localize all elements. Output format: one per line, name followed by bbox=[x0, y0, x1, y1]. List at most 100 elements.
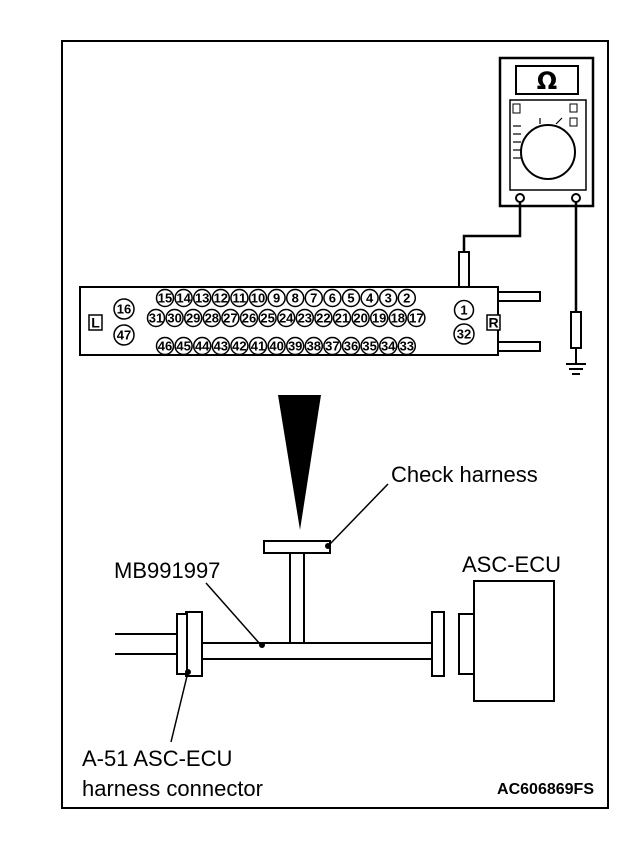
side-tag-left: L bbox=[91, 315, 100, 331]
pin-15-circle bbox=[155, 288, 175, 308]
pin-35-label: 35 bbox=[362, 339, 376, 354]
pin-21: 21 bbox=[332, 308, 352, 328]
side-tag-right: R bbox=[488, 315, 498, 331]
pin-22-circle bbox=[314, 308, 333, 328]
pin-44-label: 44 bbox=[195, 339, 210, 354]
pin-29-circle bbox=[183, 308, 203, 328]
pin-8-circle bbox=[285, 288, 305, 308]
pin-15-label: 15 bbox=[158, 291, 172, 306]
pin-11: 11 bbox=[230, 288, 249, 308]
pin-17: 17 bbox=[407, 308, 426, 328]
pin-1: 1 bbox=[453, 299, 475, 321]
pin-38-circle bbox=[304, 336, 324, 356]
meter-indicator bbox=[512, 103, 521, 114]
pin-29: 29 bbox=[183, 308, 203, 328]
pin-15: 15 bbox=[155, 288, 175, 308]
pin-25: 25 bbox=[258, 308, 277, 328]
pin-8-label: 8 bbox=[292, 291, 299, 306]
meter-display bbox=[515, 65, 579, 95]
pin-25-circle bbox=[258, 308, 277, 328]
pin-27-circle bbox=[221, 308, 240, 328]
pin-45-label: 45 bbox=[176, 339, 190, 354]
pin-22-label: 22 bbox=[316, 311, 330, 326]
pin-32: 32 bbox=[453, 323, 475, 345]
pin-31-label: 31 bbox=[149, 311, 163, 326]
pin-14-circle bbox=[174, 288, 193, 308]
pin-35: 35 bbox=[360, 336, 379, 356]
pin-2-circle bbox=[397, 288, 417, 308]
meter-indicator-right-top bbox=[569, 103, 578, 113]
pin-45-circle bbox=[174, 336, 193, 356]
pin-43-circle bbox=[211, 336, 231, 356]
test-probe-right bbox=[570, 311, 582, 364]
ground-icon bbox=[566, 363, 586, 375]
pin-17-circle bbox=[407, 308, 426, 328]
label-tool-number: MB991997 bbox=[114, 558, 220, 583]
harness-wires bbox=[115, 633, 177, 655]
check-harness-stem bbox=[289, 552, 305, 644]
harness-plug bbox=[176, 613, 188, 675]
pin-34-label: 34 bbox=[381, 339, 396, 354]
pin-30: 30 bbox=[165, 308, 184, 328]
pin-30-circle bbox=[165, 308, 184, 328]
meter-jack-left bbox=[515, 193, 525, 203]
pin-5-circle bbox=[341, 288, 361, 308]
pin-6-label: 6 bbox=[329, 291, 336, 306]
meter-dial bbox=[520, 124, 576, 180]
pin-10-label: 10 bbox=[251, 291, 265, 306]
ohm-symbol: Ω bbox=[537, 67, 557, 95]
connector-tab-top bbox=[497, 291, 541, 302]
pin-7: 7 bbox=[304, 288, 324, 308]
pin-33-circle bbox=[397, 336, 417, 356]
pin-47-label: 47 bbox=[117, 328, 131, 343]
pin-1-circle bbox=[453, 299, 475, 321]
pin-12-label: 12 bbox=[214, 291, 228, 306]
pin-18-circle bbox=[388, 308, 408, 328]
pin-26-circle bbox=[239, 308, 259, 328]
pin-39-label: 39 bbox=[288, 339, 302, 354]
pin-16-circle bbox=[113, 298, 135, 320]
pin-19-label: 19 bbox=[372, 311, 386, 326]
pin-23: 23 bbox=[295, 308, 315, 328]
pin-14: 14 bbox=[174, 288, 193, 308]
figure-frame bbox=[61, 40, 609, 809]
pin-23-circle bbox=[295, 308, 315, 328]
pin-47: 47 bbox=[113, 324, 135, 346]
pin-13: 13 bbox=[192, 288, 212, 308]
pin-47-circle bbox=[113, 324, 135, 346]
pin-24-label: 24 bbox=[279, 311, 294, 326]
pin-37: 37 bbox=[323, 336, 342, 356]
pin-29-label: 29 bbox=[186, 311, 200, 326]
connector-tab-bottom bbox=[497, 341, 541, 352]
pin-46-circle bbox=[155, 336, 175, 356]
leader-dot-harness bbox=[185, 669, 191, 675]
pin-4-circle bbox=[360, 288, 379, 308]
side-tag-left-box bbox=[88, 314, 103, 331]
pin-40: 40 bbox=[267, 336, 286, 356]
pin-20-circle bbox=[351, 308, 370, 328]
adapter-body bbox=[193, 642, 433, 660]
pin-21-circle bbox=[332, 308, 352, 328]
pin-38: 38 bbox=[304, 336, 324, 356]
figure-code: AC606869FS bbox=[497, 781, 594, 798]
pin-37-label: 37 bbox=[325, 339, 339, 354]
pin-6-circle bbox=[323, 288, 342, 308]
pin-16-label: 16 bbox=[117, 302, 131, 317]
pin-12: 12 bbox=[211, 288, 231, 308]
dial-ticks bbox=[513, 117, 563, 159]
pin-46-label: 46 bbox=[158, 339, 172, 354]
pin-9-circle bbox=[267, 288, 286, 308]
pin-27: 27 bbox=[221, 308, 240, 328]
asc-ecu-box bbox=[473, 580, 555, 702]
check-harness-terminal bbox=[263, 540, 331, 554]
pin-44-circle bbox=[192, 336, 212, 356]
pin-6: 6 bbox=[323, 288, 342, 308]
pin-20-label: 20 bbox=[353, 311, 367, 326]
pin-44: 44 bbox=[192, 336, 212, 356]
pin-27-label: 27 bbox=[223, 311, 237, 326]
pin-43-label: 43 bbox=[214, 339, 228, 354]
meter-face bbox=[509, 99, 587, 191]
pin-45: 45 bbox=[174, 336, 193, 356]
pin-36: 36 bbox=[341, 336, 361, 356]
